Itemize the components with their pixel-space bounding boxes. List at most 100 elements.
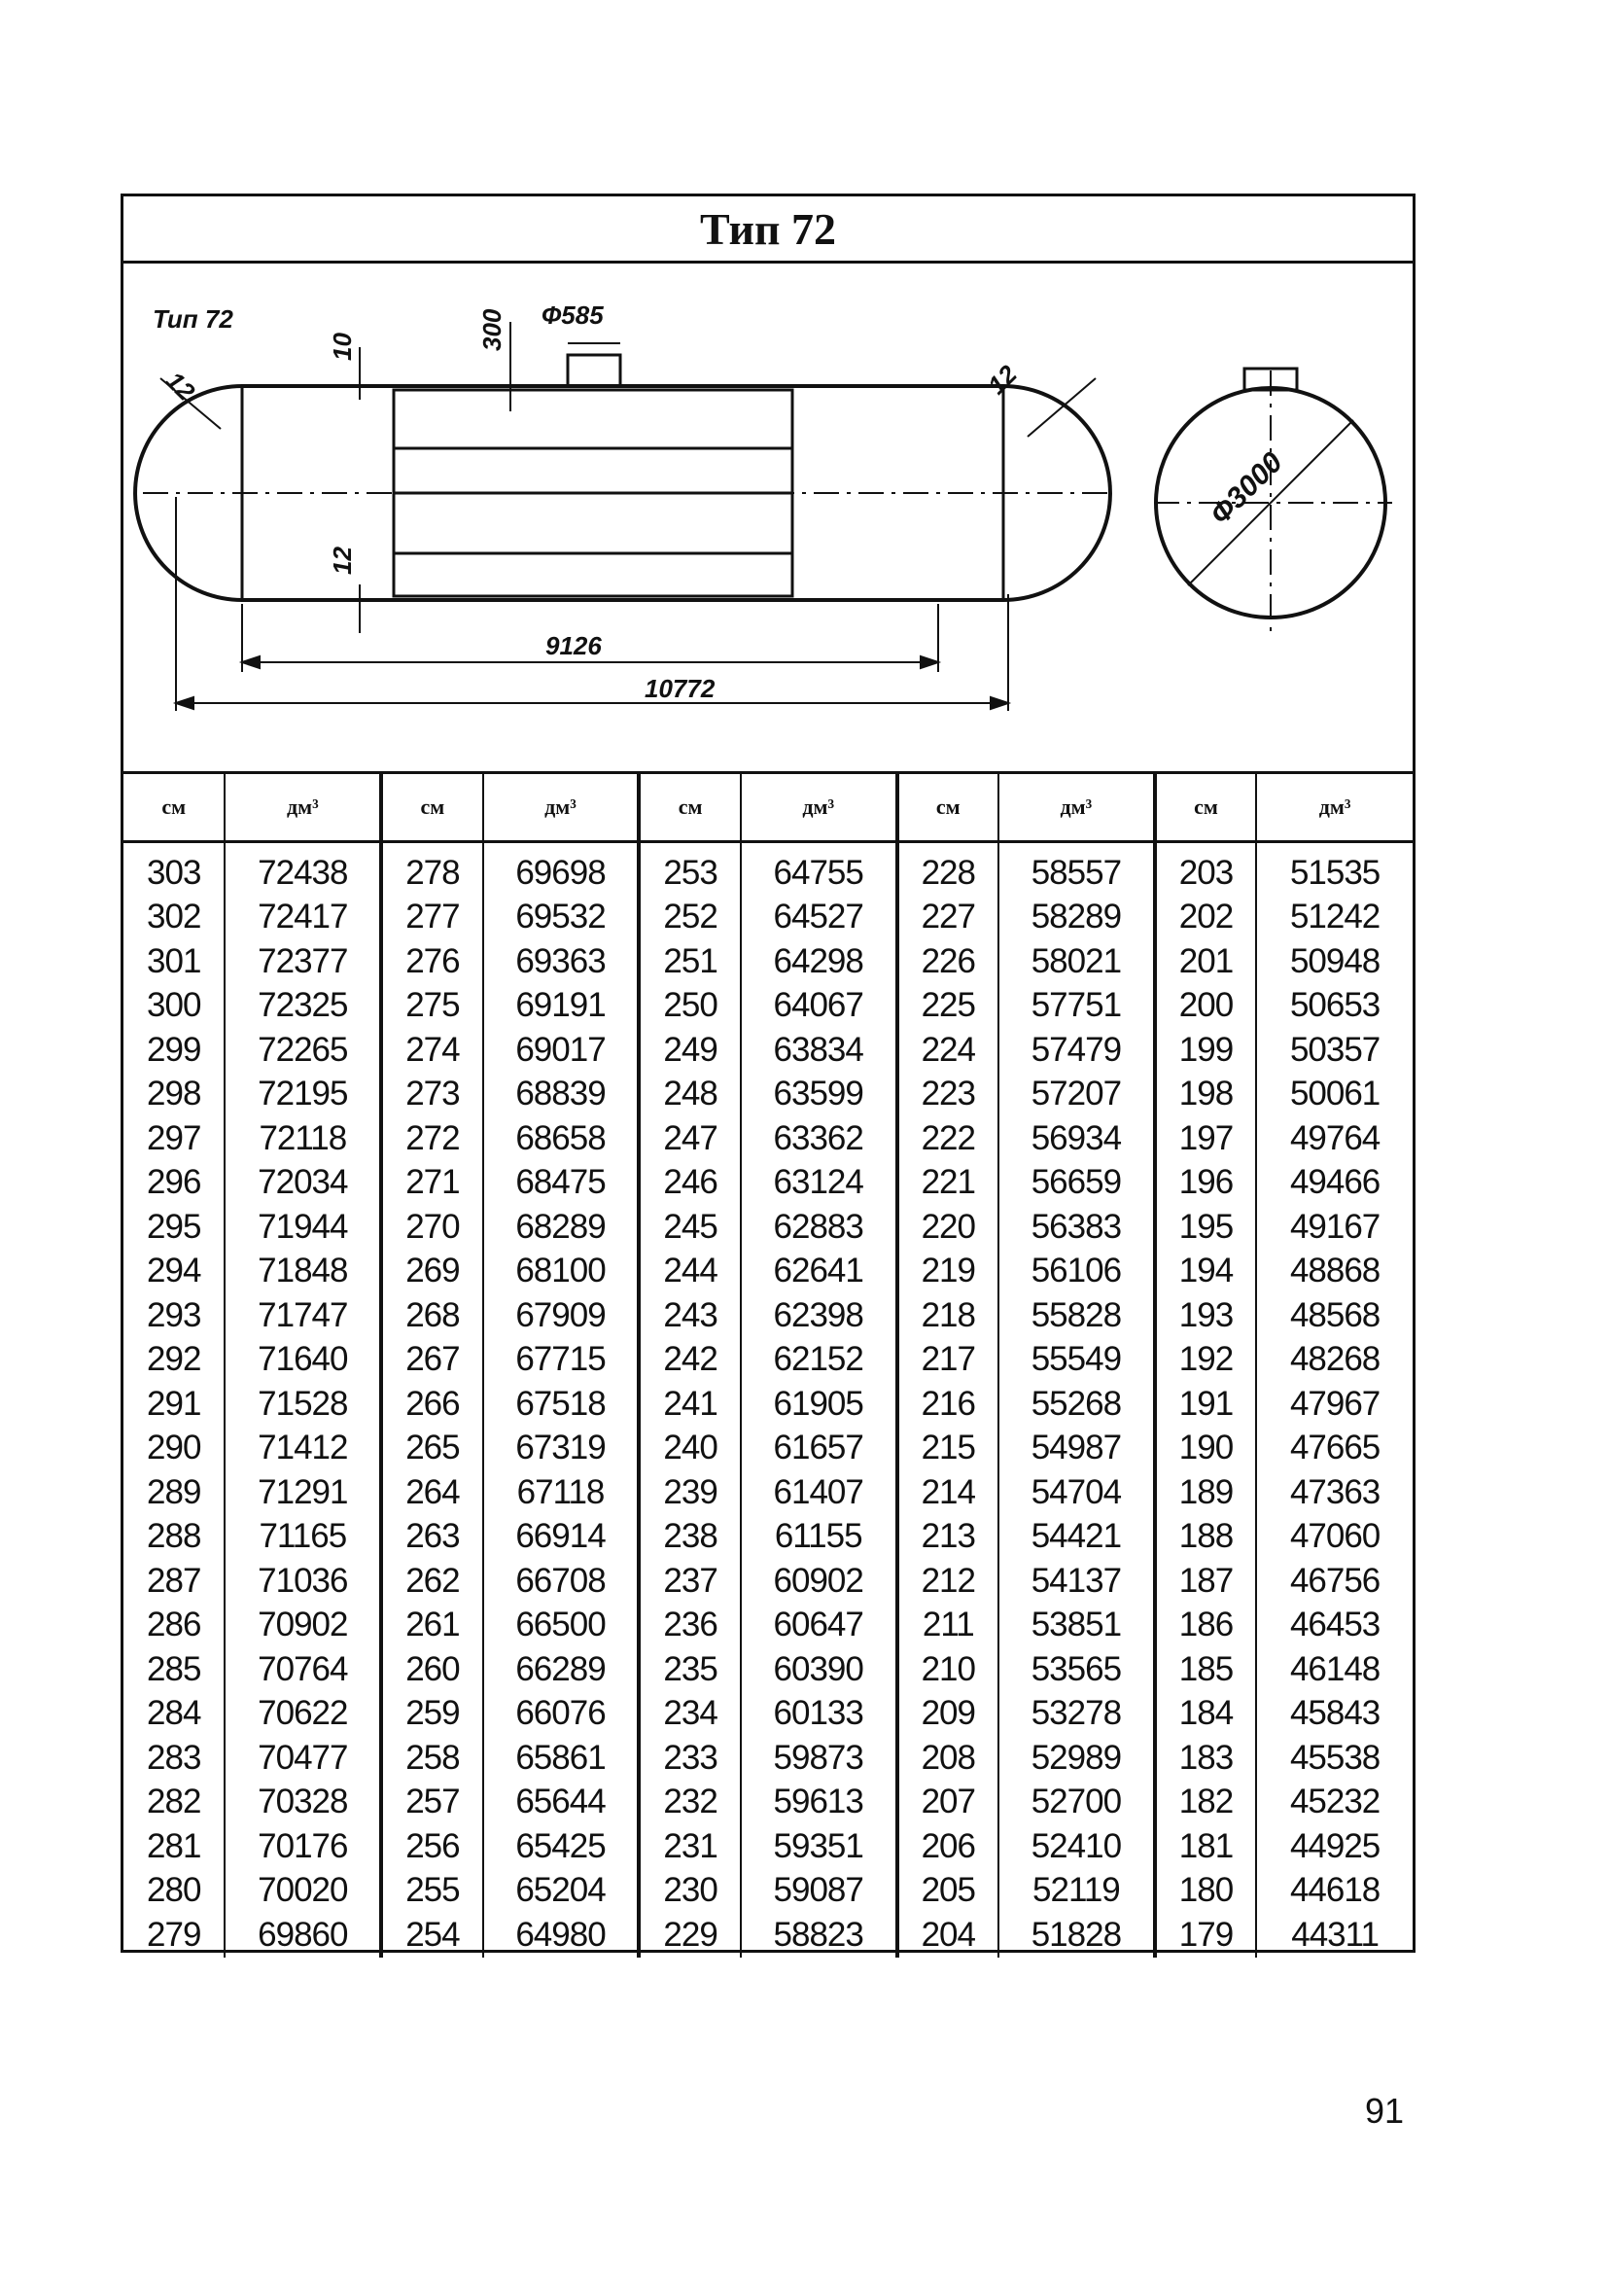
cell-volume-dm3: 50357: [1289, 1030, 1381, 1069]
cell-volume-dm3: 72325: [225, 983, 384, 1028]
cell-volume-dm3: 57479: [998, 1028, 1157, 1073]
cell-volume-dm3: 69191: [482, 983, 642, 1028]
cell-volume-dm3: 51535: [1289, 853, 1381, 892]
cell-level-cm: 190: [1154, 1426, 1258, 1470]
cell-level-cm: 291: [123, 1382, 227, 1427]
dim-diameter: Ф3000: [1205, 446, 1289, 531]
cell-level-cm: 186: [1154, 1603, 1258, 1647]
cell-level-cm: 233: [639, 1736, 742, 1781]
cell-volume-dm3: 70622: [225, 1691, 384, 1736]
dim-head-right: 12: [982, 359, 1023, 400]
dim-shell-length: 9126: [545, 631, 602, 660]
cell-level-cm: 266: [381, 1382, 484, 1427]
header-cm: см: [123, 774, 227, 843]
cell-volume-dm3: 58021: [998, 939, 1157, 984]
cell-volume-dm3: 53278: [998, 1691, 1157, 1736]
cell-volume-dm3: 46756: [1289, 1561, 1381, 1600]
cell-level-cm: 265: [381, 1426, 484, 1470]
cell-volume-dm3: 71944: [225, 1205, 384, 1250]
header-cm: см: [639, 774, 742, 843]
cell-level-cm: 194: [1154, 1249, 1258, 1293]
cell-volume-dm3: 71747: [225, 1293, 384, 1338]
cell-volume-dm3: 59613: [740, 1780, 899, 1824]
cell-volume-dm3: 65204: [482, 1868, 642, 1913]
cell-volume-dm3: 48268: [1289, 1340, 1381, 1379]
cell-level-cm: 237: [639, 1559, 742, 1604]
cell-level-cm: 301: [123, 939, 227, 984]
cell-volume-dm3: 71165: [225, 1514, 384, 1559]
cell-level-cm: 193: [1154, 1293, 1258, 1338]
cell-volume-dm3: 54704: [998, 1470, 1157, 1515]
cell-volume-dm3: 66076: [482, 1691, 642, 1736]
cell-volume-dm3: 45232: [1289, 1783, 1381, 1821]
cell-volume-dm3: 60390: [740, 1647, 899, 1692]
header-cm: см: [1154, 774, 1258, 843]
cell-volume-dm3: 63834: [740, 1028, 899, 1073]
cell-volume-dm3: 56106: [998, 1249, 1157, 1293]
cell-volume-dm3: 56383: [998, 1205, 1157, 1250]
cell-volume-dm3: 52410: [998, 1824, 1157, 1869]
cell-level-cm: 243: [639, 1293, 742, 1338]
cell-level-cm: 191: [1154, 1382, 1258, 1427]
header-dm3: дм³: [225, 774, 384, 843]
cell-volume-dm3: 55268: [998, 1382, 1157, 1427]
cell-level-cm: 200: [1154, 983, 1258, 1028]
cell-volume-dm3: 71640: [225, 1337, 384, 1382]
nozzle: [566, 353, 622, 388]
cell-level-cm: 264: [381, 1470, 484, 1515]
cell-level-cm: 232: [639, 1780, 742, 1824]
cell-level-cm: 260: [381, 1647, 484, 1692]
cell-volume-dm3: 52700: [998, 1780, 1157, 1824]
cell-level-cm: 255: [381, 1868, 484, 1913]
cell-level-cm: 238: [639, 1514, 742, 1559]
cell-level-cm: 206: [896, 1824, 1000, 1869]
header-dm3: дм³: [1256, 774, 1413, 843]
cell-level-cm: 259: [381, 1691, 484, 1736]
cell-level-cm: 183: [1154, 1736, 1258, 1781]
cell-volume-dm3: 58557: [998, 841, 1157, 896]
tank-drawing-svg: Тип 72 10 300 Ф585 12 12 12 9126 10772 Ф…: [133, 300, 1392, 711]
cell-volume-dm3: 53851: [998, 1603, 1157, 1647]
cell-level-cm: 262: [381, 1559, 484, 1604]
cell-volume-dm3: 70020: [225, 1868, 384, 1913]
cell-volume-dm3: 54987: [998, 1426, 1157, 1470]
cell-volume-dm3: 48568: [1289, 1295, 1381, 1334]
cell-level-cm: 258: [381, 1736, 484, 1781]
cell-volume-dm3: 70477: [225, 1736, 384, 1781]
cell-level-cm: 192: [1154, 1337, 1258, 1382]
cell-volume-dm3: 63599: [740, 1072, 899, 1116]
cell-level-cm: 219: [896, 1249, 1000, 1293]
cell-volume-dm3: 47967: [1289, 1384, 1381, 1423]
cell-volume-dm3: 52989: [998, 1736, 1157, 1781]
cell-level-cm: 280: [123, 1868, 227, 1913]
cell-level-cm: 184: [1154, 1691, 1258, 1736]
cell-level-cm: 229: [639, 1913, 742, 1958]
cell-volume-dm3: 69698: [482, 841, 642, 896]
cell-volume-dm3: 59873: [740, 1736, 899, 1781]
cell-level-cm: 202: [1154, 895, 1258, 939]
tank-drawing: Тип 72 10 300 Ф585 12 12 12 9126 10772 Ф…: [123, 264, 1413, 774]
cell-volume-dm3: 53565: [998, 1647, 1157, 1692]
cell-volume-dm3: 66914: [482, 1514, 642, 1559]
cell-level-cm: 283: [123, 1736, 227, 1781]
cell-volume-dm3: 46453: [1289, 1606, 1381, 1644]
cell-level-cm: 263: [381, 1514, 484, 1559]
cell-volume-dm3: 70176: [225, 1824, 384, 1869]
cell-volume-dm3: 64067: [740, 983, 899, 1028]
cell-volume-dm3: 70764: [225, 1647, 384, 1692]
cell-level-cm: 187: [1154, 1559, 1258, 1604]
cell-volume-dm3: 62152: [740, 1337, 899, 1382]
cell-level-cm: 254: [381, 1913, 484, 1958]
cell-level-cm: 226: [896, 939, 1000, 984]
cell-volume-dm3: 44311: [1291, 1915, 1380, 1954]
cell-volume-dm3: 46148: [1289, 1649, 1381, 1688]
cell-level-cm: 285: [123, 1647, 227, 1692]
cell-volume-dm3: 69017: [482, 1028, 642, 1073]
